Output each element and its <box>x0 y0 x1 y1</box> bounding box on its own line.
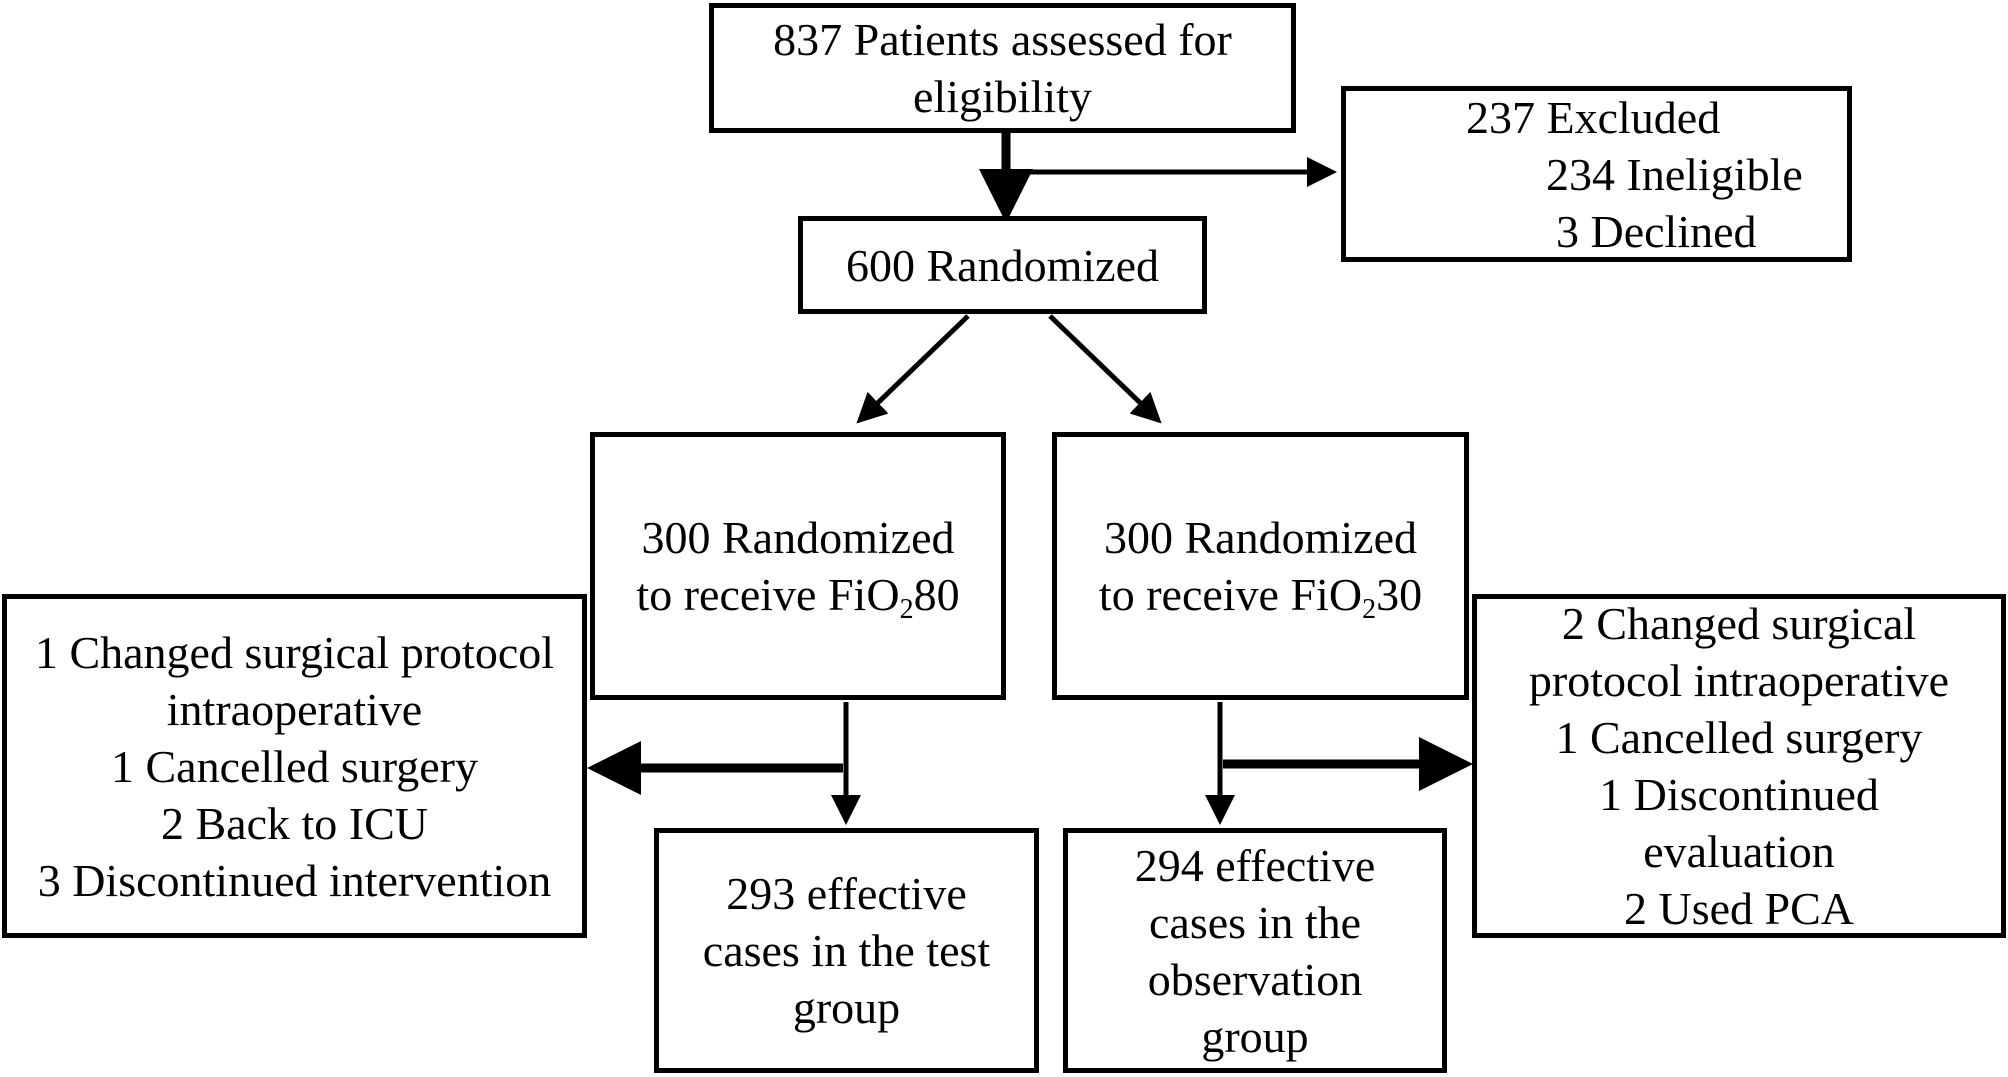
obs-line-2: cases in the <box>1148 896 1362 948</box>
fio30-group-box: 300 Randomized to receive FiO230 <box>1052 432 1469 700</box>
fio80-subscript: 2 <box>899 594 914 625</box>
assessed-line-1: 837 Patients assessed for <box>773 14 1232 65</box>
fio80-exclusions-box: 1 Changed surgical protocol intraoperati… <box>2 594 587 938</box>
test-line-3: group <box>792 982 901 1033</box>
fio30-line-2: to receive FiO230 <box>1098 566 1423 625</box>
fio30-subscript: 2 <box>1362 594 1377 625</box>
right-loss-line-4: 1 Discontinued <box>1599 769 1879 820</box>
left-loss-line-3: 1 Cancelled surgery <box>110 740 479 792</box>
excluded-total: 237 Excluded <box>1466 91 1721 143</box>
fio80-prefix: to receive FiO <box>636 569 900 620</box>
fio30-prefix: to receive FiO <box>1098 569 1363 620</box>
left-loss-line-4: 2 Back to ICU <box>160 797 428 849</box>
fio80-group-box: 300 Randomized to receive FiO280 <box>590 432 1006 700</box>
fio30-line-1: 300 Randomized <box>1104 512 1417 563</box>
left-loss-line-5: 3 Discontinued intervention <box>37 854 552 906</box>
right-loss-line-5: evaluation <box>1643 826 1835 877</box>
obs-line-4: group <box>1201 1010 1309 1062</box>
observation-group-box: 294 effective cases in the observation g… <box>1063 828 1447 1073</box>
fio80-line-2: to receive FiO280 <box>636 566 960 625</box>
arrow-randomized-to-fio80 <box>856 314 970 424</box>
fio30-exclusions-box: 2 Changed surgical protocol intraoperati… <box>1472 594 2006 938</box>
test-line-2: cases in the test <box>702 925 991 976</box>
right-loss-line-6: 2 Used PCA <box>1623 883 1855 934</box>
right-loss-line-1: 2 Changed surgical <box>1561 598 1917 649</box>
randomized-label: 600 Randomized <box>846 239 1159 291</box>
test-line-1: 293 effective <box>726 868 967 919</box>
fio80-suffix: 80 <box>913 569 960 620</box>
assessed-line-2: eligibility <box>913 71 1092 122</box>
fio80-line-1: 300 Randomized <box>641 512 955 563</box>
excluded-box: 237 Excluded 234 Ineligible 3 Declined <box>1341 86 1852 262</box>
arrow-randomized-to-fio30 <box>1048 314 1162 424</box>
obs-line-3: observation <box>1147 953 1363 1005</box>
test-group-box: 293 effective cases in the test group <box>654 828 1039 1073</box>
right-loss-line-2: protocol intraoperative <box>1528 655 1950 706</box>
left-loss-line-2: intraoperative <box>166 683 423 735</box>
obs-line-1: 294 effective <box>1134 839 1376 891</box>
randomized-box: 600 Randomized <box>798 216 1207 314</box>
fio30-suffix: 30 <box>1376 569 1423 620</box>
left-loss-line-1: 1 Changed surgical protocol <box>34 626 555 678</box>
assessed-box: 837 Patients assessed for eligibility <box>709 3 1296 133</box>
excluded-ineligible: 234 Ineligible <box>1546 148 1803 200</box>
excluded-declined: 3 Declined <box>1556 205 1757 257</box>
right-loss-line-3: 1 Cancelled surgery <box>1555 712 1923 763</box>
